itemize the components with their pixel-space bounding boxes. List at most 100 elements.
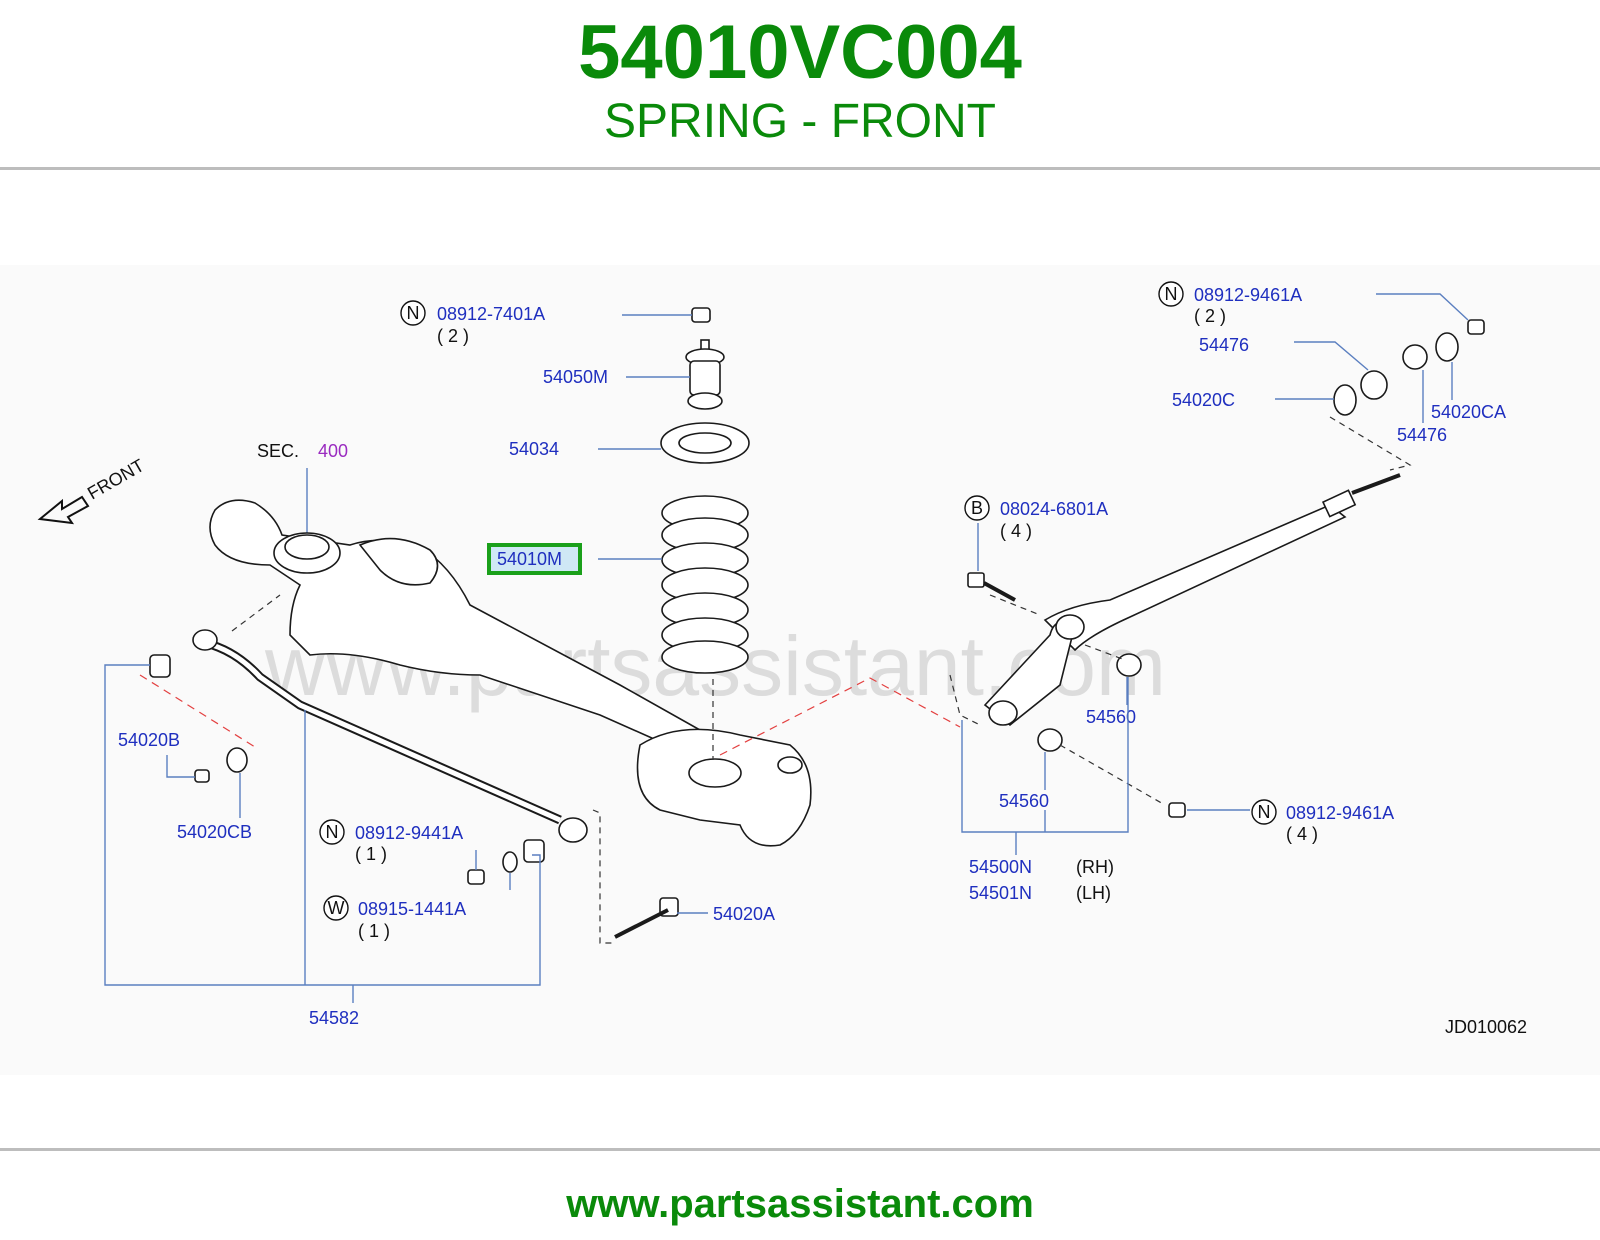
diagram-canvas: www.partsassistant.com FRONT SEC. 400 [37,281,1527,1037]
part-number-link[interactable]: 54476 [1397,425,1447,445]
sec-number-link[interactable]: 400 [318,441,348,461]
part-number-link[interactable]: 08915-1441A [358,899,466,919]
guide-line-1 [231,594,281,632]
callout-54560-right[interactable]: 54560 [1086,677,1136,727]
callout-08915-1441a[interactable]: W 08915-1441A ( 1 ) [323,873,511,941]
callout-08912-9441a[interactable]: N 08912-9441A ( 1 ) [319,819,477,870]
bush-54582-lower[interactable] [523,839,545,863]
callout-54050m[interactable]: 54050M [543,367,690,387]
callout-08912-9461a-lower[interactable]: N 08912-9461A ( 4 ) [1187,799,1394,844]
quantity-label: ( 2 ) [1194,306,1226,326]
part-number-link[interactable]: 08912-9441A [355,823,463,843]
callout-54010m-highlighted[interactable]: 54010M [487,543,662,575]
nut-08912-9461a-lower[interactable] [1168,802,1186,818]
red-guide-center [719,677,961,756]
part-number-link-rh[interactable]: 54500N [969,857,1032,877]
spring-seat[interactable] [660,422,750,464]
part-number-link-lh[interactable]: 54501N [969,883,1032,903]
callout-54020a[interactable]: 54020A [677,904,775,924]
part-number-link[interactable]: 08912-9461A [1194,285,1302,305]
callout-54476-lower[interactable]: 54476 [1397,370,1447,445]
callout-54020b[interactable]: 54020B [118,730,195,778]
part-number-link[interactable]: 54050M [543,367,608,387]
part-number-link[interactable]: 54034 [509,439,559,459]
lower-link-arm[interactable] [983,614,1085,727]
bush-54560-b[interactable] [1037,728,1063,752]
part-number-link[interactable]: 08024-6801A [1000,499,1108,519]
washer-54020c[interactable] [1333,384,1357,416]
parts-diagram: www.partsassistant.com FRONT SEC. 400 [0,265,1600,1075]
callout-54020c[interactable]: 54020C [1172,390,1334,410]
part-number-link[interactable]: 54020B [118,730,180,750]
guide-line-5 [949,674,981,726]
front-arrow-icon [37,495,90,525]
guide-line-3 [1329,416,1412,471]
badge-letter: W [328,898,345,918]
quantity-label: ( 2 ) [437,326,469,346]
part-number-link[interactable]: 08912-9461A [1286,803,1394,823]
sec-label: SEC. [257,441,299,461]
bump-stop[interactable] [685,339,725,410]
badge-letter: N [326,822,339,842]
nut-08912-9461a-upper[interactable] [1467,319,1485,335]
red-guide-left [139,674,256,748]
badge-letter: N [1258,802,1271,822]
quantity-label: ( 4 ) [1000,521,1032,541]
clip-08915-1441a[interactable] [502,851,518,873]
bush-54476-b[interactable] [1402,344,1428,370]
badge-letter: B [971,498,983,518]
part-number-link[interactable]: 54020CA [1431,402,1506,422]
part-number-link[interactable]: 54476 [1199,335,1249,355]
washer-54020ca[interactable] [1435,332,1459,362]
part-number-link[interactable]: 54020C [1172,390,1235,410]
bolt-08024-6801a[interactable] [967,572,1016,602]
callout-lower-link-assembly[interactable]: 54500N (RH) 54501N (LH) [961,677,1129,903]
nut-08912-7401a[interactable] [691,307,711,323]
diagram-reference-code: JD010062 [1445,1017,1527,1037]
bush-54560-a[interactable] [1116,653,1142,677]
part-number-link[interactable]: 54582 [309,1008,359,1028]
part-number-link[interactable]: 54560 [999,791,1049,811]
badge-letter: N [407,303,420,323]
callout-54020cb[interactable]: 54020CB [177,773,252,842]
guide-line-6 [1059,744,1166,806]
callout-08912-7401a[interactable]: N 08912-7401A ( 2 ) [400,300,692,346]
bush-54020b-pair[interactable] [149,654,171,678]
part-number-title: 54010VC004 [578,10,1022,95]
coil-spring[interactable] [661,495,749,674]
quantity-label: ( 1 ) [355,844,387,864]
part-number-link[interactable]: 54560 [1086,707,1136,727]
callout-08912-9461a-upper[interactable]: N 08912-9461A ( 2 ) [1158,281,1469,326]
part-number-link[interactable]: 08912-7401A [437,304,545,324]
header-divider [0,167,1600,170]
callout-54034[interactable]: 54034 [509,439,661,459]
bolt-54020a[interactable] [614,897,679,939]
callout-54560-center[interactable]: 54560 [999,752,1049,811]
stabilizer-bar [192,629,588,843]
guide-line-7 [1084,644,1126,661]
part-number-link[interactable]: 54020A [713,904,775,924]
front-label: FRONT [84,455,148,503]
quantity-label: ( 4 ) [1286,824,1318,844]
nut-54020b[interactable] [194,769,210,783]
callout-54582[interactable]: 54582 [104,664,541,1028]
part-description: SPRING - FRONT [604,95,996,148]
callout-54476-upper[interactable]: 54476 [1199,335,1369,371]
footer-divider [0,1148,1600,1151]
part-number-link[interactable]: 54010M [497,549,562,569]
washer-54020cb[interactable] [226,747,248,773]
part-number-link[interactable]: 54020CB [177,822,252,842]
guide-line-2 [592,809,615,944]
footer-site-url[interactable]: www.partsassistant.com [566,1182,1034,1226]
bush-54476-a[interactable] [1360,370,1388,400]
callout-08024-6801a[interactable]: B 08024-6801A ( 4 ) [964,495,1108,571]
nut-08912-9441a[interactable] [467,869,485,885]
badge-letter: N [1165,284,1178,304]
side-label-rh: (RH) [1076,857,1114,877]
rear-axle-housing [209,499,812,847]
callout-54020ca[interactable]: 54020CA [1431,362,1506,422]
quantity-label: ( 1 ) [358,921,390,941]
side-label-lh: (LH) [1076,883,1111,903]
guide-line-4 [989,594,1041,616]
lateral-rod[interactable] [1043,473,1401,652]
